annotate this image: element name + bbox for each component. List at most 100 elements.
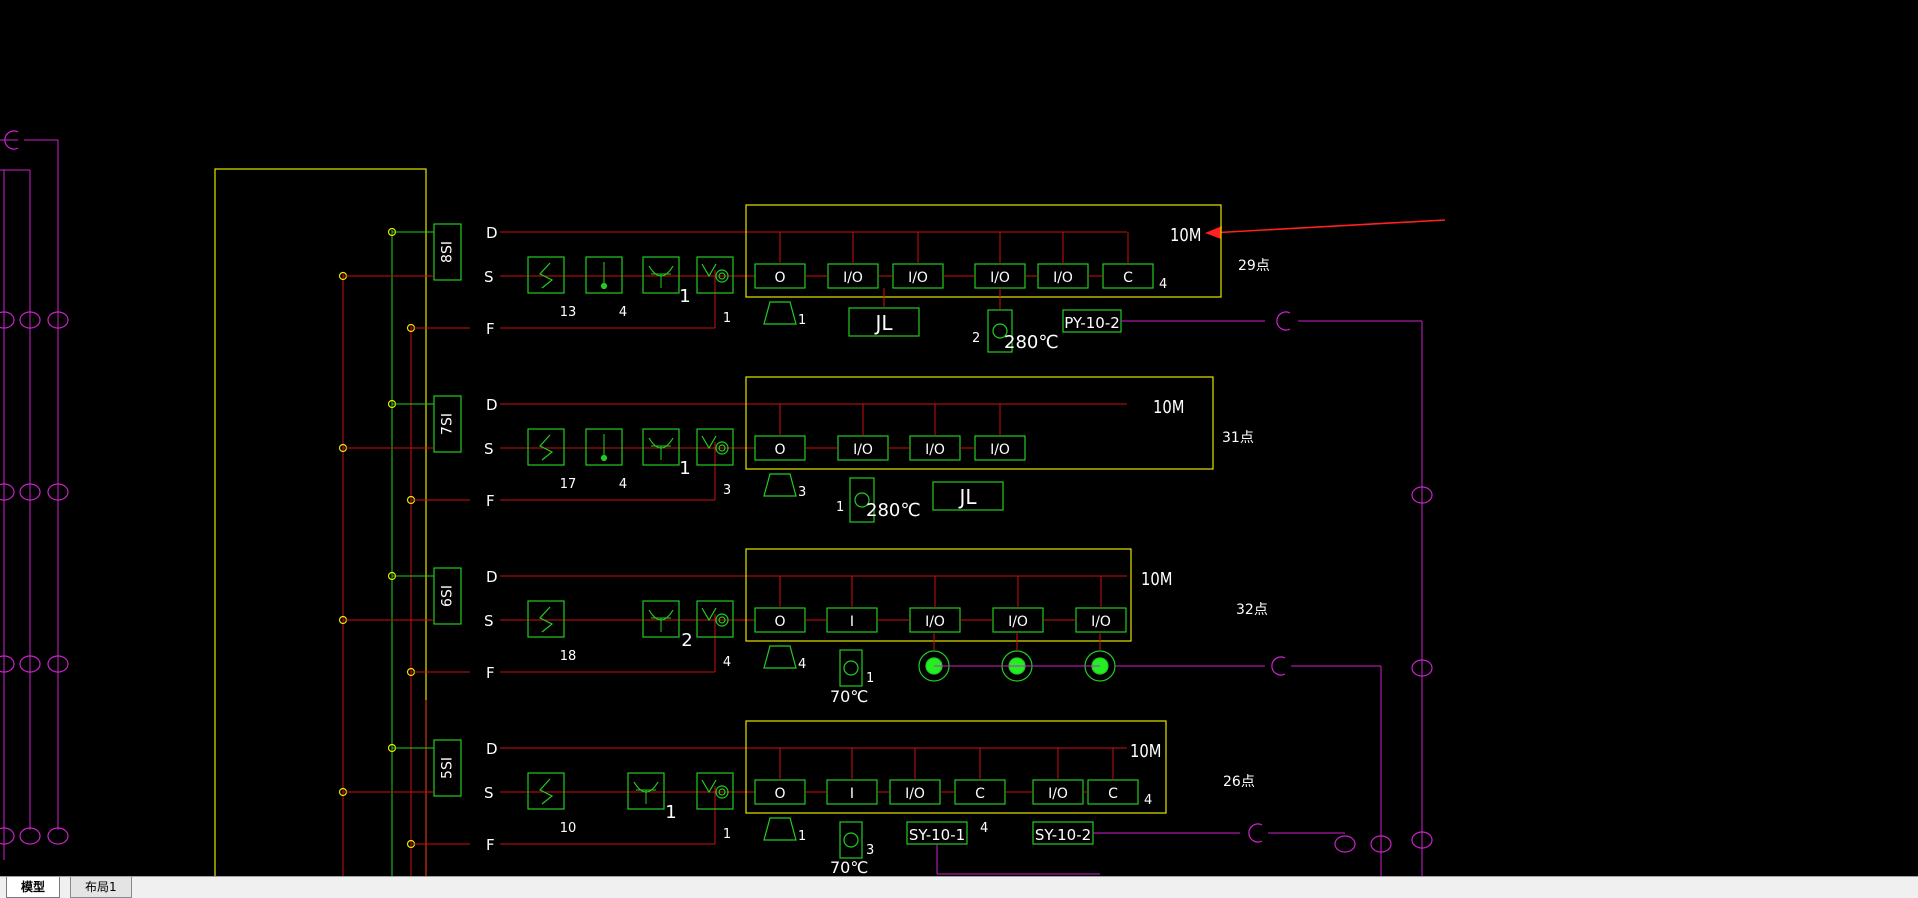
sensor-count: 1	[866, 671, 874, 686]
alarm-icon-ring-inner	[718, 272, 726, 280]
cabinet-frame	[214, 168, 427, 876]
device-count: 3	[723, 483, 731, 498]
device-count: 18	[560, 649, 577, 664]
jl-label: JL	[957, 485, 977, 509]
module-label: O	[774, 786, 785, 802]
device-count: 1	[679, 286, 690, 307]
cable-size-label: 10M	[1130, 741, 1161, 762]
device-heat-box	[585, 256, 623, 294]
alarm-icon	[701, 263, 717, 278]
device-alarm-box	[696, 772, 734, 810]
jl-label: JL	[873, 311, 893, 335]
points-count-label: 32点	[1236, 602, 1268, 618]
sounder-icon	[763, 645, 797, 669]
sounder-icon	[763, 473, 797, 497]
cable-size-label: 10M	[1141, 569, 1172, 590]
temp-label: 280℃	[866, 500, 921, 521]
module-label: C	[1123, 270, 1133, 286]
layout-tab-bar: 模型 布局1	[0, 876, 1918, 898]
line-label-f: F	[486, 320, 495, 338]
jl-box	[932, 481, 1004, 511]
alarm-icon-ring	[715, 269, 729, 283]
connector-arc	[1276, 311, 1291, 331]
sensor-icon	[843, 832, 859, 848]
alarm-icon	[701, 607, 717, 622]
smoke-detector-icon	[539, 434, 554, 461]
module-label: I/O	[908, 270, 928, 286]
connector-arc	[1271, 656, 1286, 676]
tab-model[interactable]: 模型	[6, 877, 61, 898]
device-count: 17	[560, 477, 577, 492]
panel-tag-box	[433, 395, 462, 453]
left-connector-loop	[0, 311, 15, 329]
sensor-icon	[992, 323, 1008, 339]
line-label-f: F	[486, 836, 495, 854]
sensor-box	[849, 477, 875, 523]
cable-size-label: 10M	[1170, 225, 1201, 246]
module-label: I/O	[990, 270, 1010, 286]
sensor-box	[839, 649, 863, 687]
device-smoke-box	[527, 256, 565, 294]
device-smoke-box	[527, 600, 565, 638]
sy-label: SY-10-2	[1035, 826, 1091, 844]
module-suffix: 4	[1159, 277, 1167, 292]
tab-layout1[interactable]: 布局1	[70, 877, 132, 898]
smoke-detector-icon	[539, 262, 554, 289]
alarm-icon-ring	[715, 441, 729, 455]
module-label: I/O	[843, 270, 863, 286]
left-connector-loop	[0, 827, 15, 845]
module-label: I	[850, 614, 854, 630]
sounder-icon	[763, 301, 797, 325]
line-label-f: F	[486, 664, 495, 682]
device-count: 1	[665, 802, 676, 823]
device-count: 13	[560, 305, 577, 320]
sounder-count: 3	[798, 485, 806, 500]
device-bell-box	[627, 772, 665, 810]
line-label-s: S	[484, 268, 494, 286]
device-count: 4	[619, 305, 627, 320]
points-count-label: 29点	[1238, 258, 1270, 274]
module-label: O	[774, 442, 785, 458]
panel-tag-label: 5SI	[440, 757, 456, 779]
alarm-icon-ring-inner	[718, 616, 726, 624]
module-label: C	[1108, 786, 1118, 802]
device-frame	[745, 548, 1132, 642]
cable-size-label: 10M	[1153, 397, 1184, 418]
sounder-icon	[763, 817, 797, 841]
device-heat-box	[585, 428, 623, 466]
alarm-icon	[701, 779, 717, 794]
sensor-icon	[843, 660, 859, 676]
left-connector-loop	[19, 827, 41, 845]
line-label-f: F	[486, 492, 495, 510]
device-frame	[745, 376, 1214, 470]
device-count: 1	[723, 311, 731, 326]
device-bell-box	[642, 600, 680, 638]
sounder-count: 1	[798, 313, 806, 328]
line-label-d: D	[486, 224, 498, 242]
device-alarm-box	[696, 600, 734, 638]
temp-label: 70℃	[830, 858, 868, 876]
connector-loop	[1411, 659, 1433, 677]
alarm-icon-ring	[715, 613, 729, 627]
heat-detector-dot	[600, 282, 608, 290]
panel-tag-box	[433, 567, 462, 625]
line-label-s: S	[484, 612, 494, 630]
sounder-count: 4	[798, 657, 806, 672]
device-bell-box	[642, 428, 680, 466]
device-alarm-box	[696, 428, 734, 466]
sensor-count: 1	[836, 500, 844, 515]
connector-loop	[1411, 486, 1433, 504]
panel-tag-label: 8SI	[440, 241, 456, 263]
left-connector-loop	[0, 483, 15, 501]
left-connector-arc	[4, 130, 19, 150]
module-label: I/O	[1053, 270, 1073, 286]
sensor-icon	[854, 492, 870, 508]
left-connector-loop	[19, 655, 41, 673]
device-bell-box	[642, 256, 680, 294]
connector-arc	[1248, 823, 1263, 843]
left-connector-loop	[19, 483, 41, 501]
py-label: PY-10-2	[1064, 314, 1120, 332]
module-label: I/O	[905, 786, 925, 802]
heat-detector-dot	[600, 454, 608, 462]
